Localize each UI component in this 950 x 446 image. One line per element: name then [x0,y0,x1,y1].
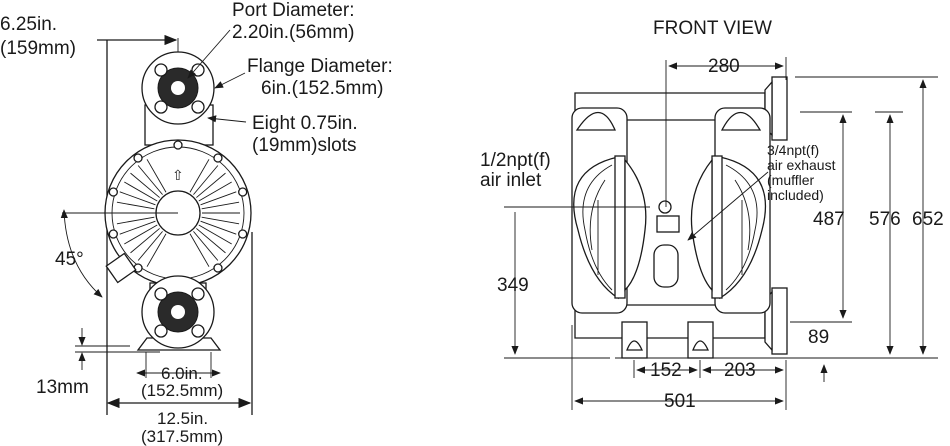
rib-line [116,201,155,210]
dim-label-349: 349 [497,275,529,296]
angle-label: 45° [55,249,84,270]
dim-label-89: 89 [808,327,829,348]
foot-right [687,321,714,359]
angle-arc [60,209,103,298]
rib-line [124,224,158,245]
air-exhaust-label-3: (muffler [767,172,815,188]
overall-width-mm: (317.5mm) [141,427,223,446]
air-exhaust-label: 3/4npt(f) [767,142,819,158]
bolt-icon [238,187,248,197]
bolt-icon [213,263,223,273]
rib-line [116,216,155,225]
rib-line [119,191,156,206]
front-view: FRONT VIEW 280 1/2npt(f) air inlet 3/4np… [480,18,944,412]
rib-line [198,181,232,202]
rib-line [193,231,219,261]
air-valve-block [105,252,137,284]
front-view-title: FRONT VIEW [653,18,772,39]
dim-label-501: 501 [664,391,696,412]
port-diameter-label: Port Diameter: [232,0,354,21]
foot-left [621,321,648,359]
air-inlet-label-2: air inlet [480,170,542,191]
suction-flange [771,287,788,355]
rib-line [119,220,156,235]
rib-line [201,201,240,210]
bolt-icon [108,229,118,239]
bolt-icon [238,229,248,239]
flange-diameter-label: Flange Diameter: [247,56,393,77]
top-flange [141,51,215,125]
dim-label-width-half: 6.25in. [0,14,57,35]
left-air-chamber [571,107,647,314]
dim-label-width-half-mm: (159mm) [0,38,76,59]
rib-line [196,172,226,198]
dim-label-652: 652 [912,209,944,230]
bolt-icon [133,153,143,163]
dim-label-576: 576 [869,209,901,230]
dim-label-152: 152 [650,360,682,381]
bolt-icon [108,187,118,197]
air-inlet-port [658,200,672,214]
rib-line [198,224,232,245]
dim-label-487: 487 [813,209,845,230]
rib-line [200,191,237,206]
rib-line [124,181,158,202]
bolt-icon [173,140,183,150]
rib-line [200,220,237,235]
exhaust-leader [687,171,769,241]
rib-line [130,172,160,198]
dim-label-280: 280 [708,56,740,77]
bottom-flange [141,275,215,349]
flow-arrow-icon: ⇧ [172,167,184,183]
rib-line [196,228,226,254]
rib-line [130,228,160,254]
air-exhaust-label-2: air exhaust [767,157,836,173]
rib-line [146,159,167,193]
base-width-mm: (152.5mm) [141,381,223,400]
overall-width-label: 12.5in. [157,409,208,428]
bolt-icon [213,153,223,163]
rib-line [193,165,219,195]
rib-line [137,231,163,261]
muffler [653,244,679,288]
air-inlet-label: 1/2npt(f) [480,150,551,171]
rib-line [201,216,240,225]
air-exhaust-label-4: included) [767,187,824,203]
discharge-flange [771,76,788,141]
dim-label-203: 203 [724,360,756,381]
port-diameter-value: 2.20in.(56mm) [232,22,355,43]
side-view: ⇧ 6.25in. (159mm) Port Diameter: 2.20in.… [0,0,393,446]
right-air-chamber [690,107,771,314]
slots-value: (19mm)slots [252,135,357,156]
rib-line [137,165,163,195]
slots-label: Eight 0.75in. [252,113,358,134]
flange-diameter-value: 6in.(152.5mm) [261,78,384,99]
rib-line [189,159,210,193]
rib-line [146,233,167,267]
base-height-label: 13mm [36,377,89,398]
base-width-label: 6.0in. [161,364,203,383]
rib-line [189,233,210,267]
